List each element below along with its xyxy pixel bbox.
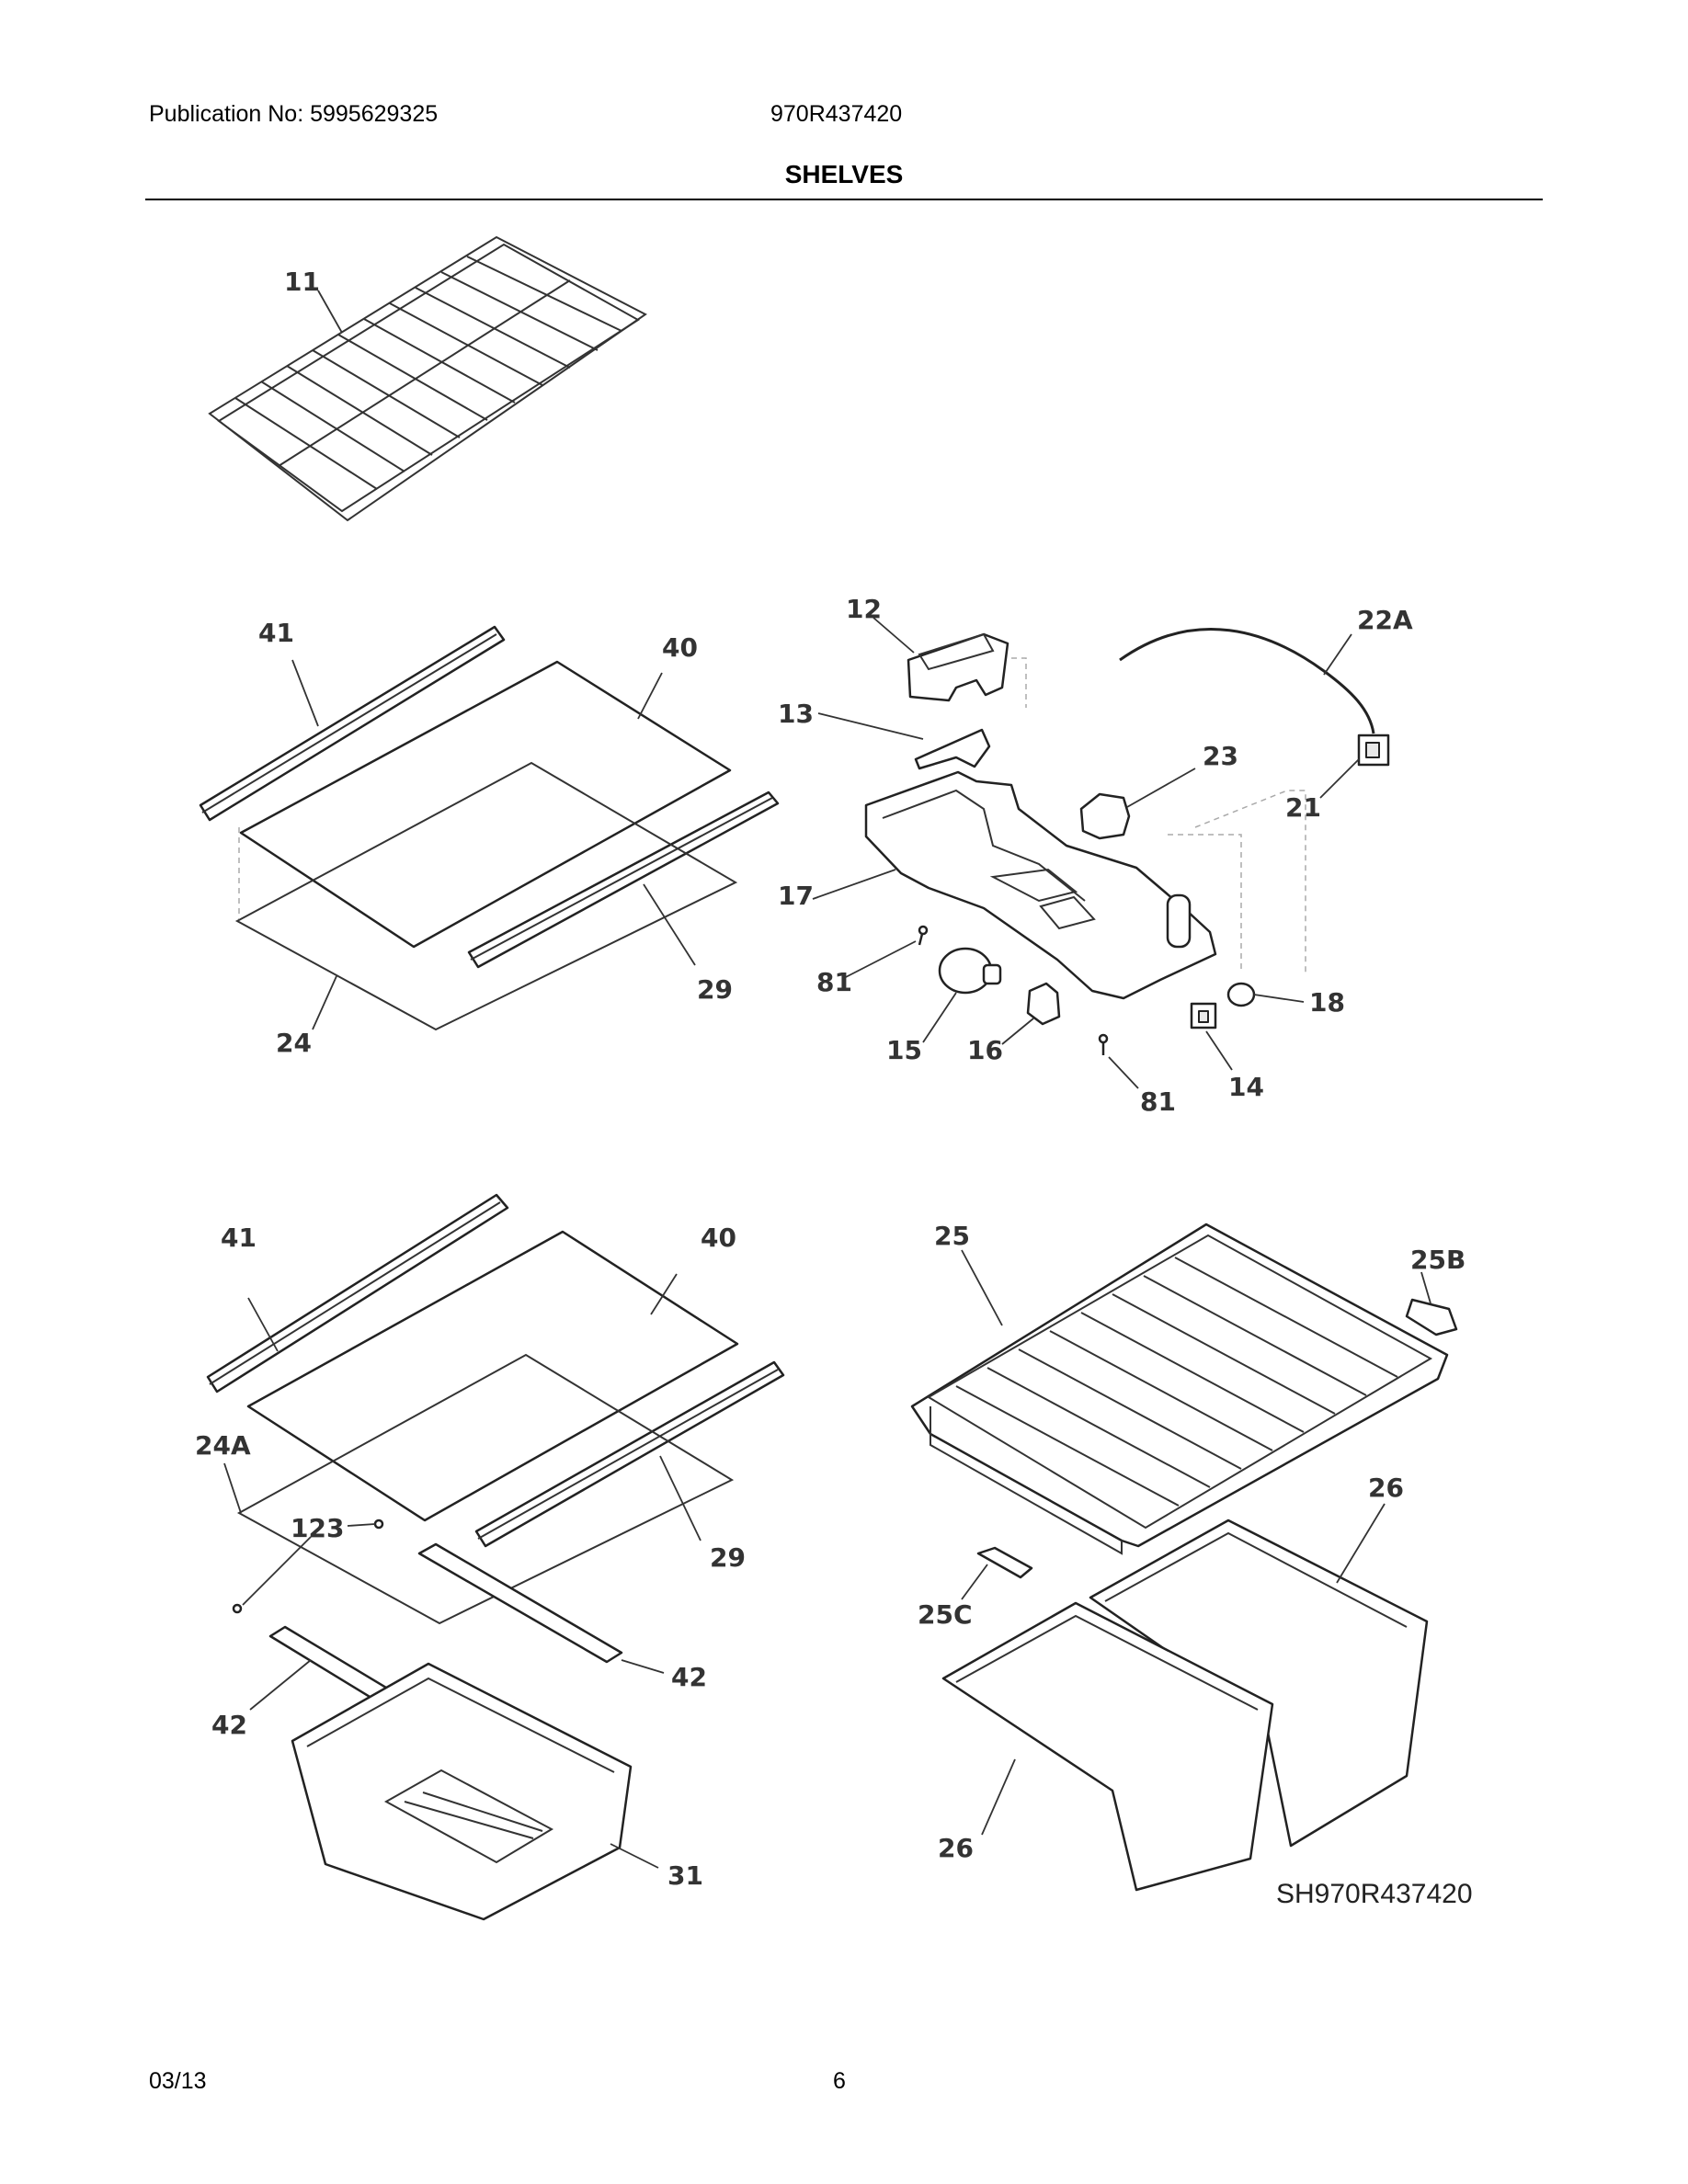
title-divider bbox=[145, 199, 1543, 200]
page-title: SHELVES bbox=[784, 160, 904, 188]
glass-shelf-assembly-b bbox=[206, 1193, 785, 1921]
label-25b: 25B bbox=[1410, 1245, 1466, 1275]
label-14: 14 bbox=[1228, 1072, 1264, 1102]
label-26a: 26 bbox=[1368, 1473, 1404, 1503]
label-22a: 22A bbox=[1357, 605, 1413, 635]
footer-date: 03/13 bbox=[149, 2068, 207, 2094]
label-41b: 41 bbox=[221, 1223, 257, 1253]
glass-shelf-assembly-a bbox=[199, 625, 780, 1031]
wire-shelf-11 bbox=[208, 235, 647, 522]
label-23: 23 bbox=[1203, 741, 1238, 771]
label-29b: 29 bbox=[710, 1542, 746, 1573]
label-15: 15 bbox=[886, 1035, 922, 1065]
label-13: 13 bbox=[778, 699, 814, 729]
label-42a: 42 bbox=[671, 1662, 707, 1692]
label-18: 18 bbox=[1309, 987, 1345, 1018]
label-16: 16 bbox=[967, 1035, 1003, 1065]
diagram-code: SH970R437420 bbox=[1276, 1879, 1473, 1909]
label-123: 123 bbox=[291, 1513, 344, 1543]
label-24a: 24A bbox=[195, 1430, 251, 1461]
label-31: 31 bbox=[667, 1860, 703, 1891]
label-40b: 40 bbox=[701, 1223, 736, 1253]
label-21: 21 bbox=[1285, 792, 1321, 823]
label-81a: 81 bbox=[816, 967, 852, 997]
label-42b: 42 bbox=[211, 1710, 247, 1740]
light-housing-assembly bbox=[812, 617, 1390, 1089]
label-40a: 40 bbox=[662, 632, 698, 663]
publication-number: Publication No: 5995629325 bbox=[149, 101, 439, 127]
label-25c: 25C bbox=[918, 1599, 973, 1630]
label-26b: 26 bbox=[938, 1833, 974, 1863]
label-11: 11 bbox=[284, 267, 320, 297]
label-41a: 41 bbox=[258, 618, 294, 648]
model-number: 970R437420 bbox=[770, 101, 903, 127]
crisper-assembly bbox=[910, 1223, 1458, 1892]
page-number: 6 bbox=[833, 2068, 846, 2094]
label-29a: 29 bbox=[697, 974, 733, 1005]
label-81b: 81 bbox=[1140, 1086, 1176, 1117]
label-25: 25 bbox=[934, 1221, 970, 1251]
label-17: 17 bbox=[778, 881, 814, 911]
label-24: 24 bbox=[276, 1028, 312, 1058]
label-12: 12 bbox=[846, 594, 882, 624]
